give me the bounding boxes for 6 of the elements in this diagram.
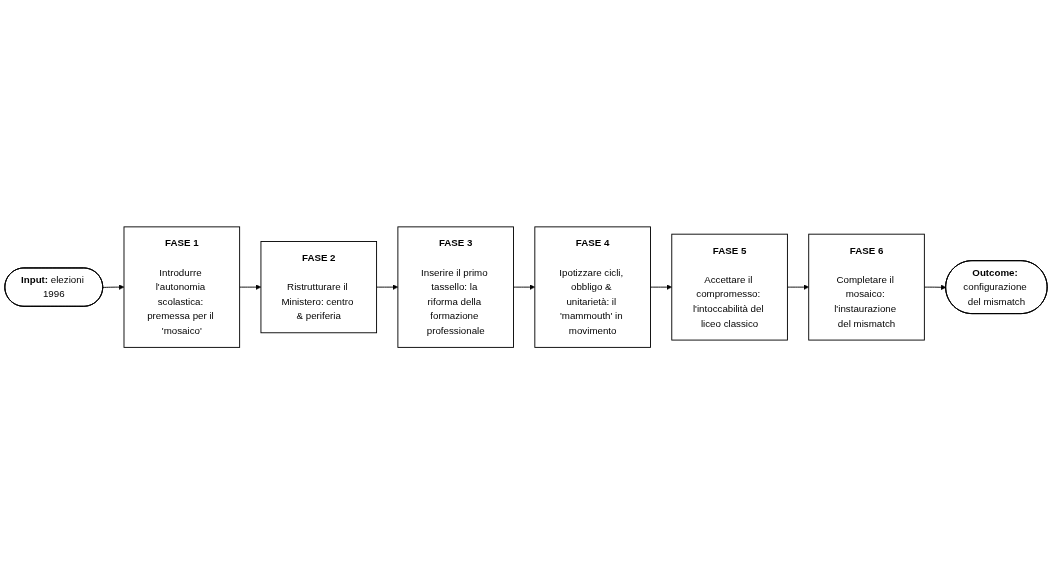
node-box: FASE 4 Ipotizzare cicli, obbligo & unitarietà: il 'mammouth' in movimento [534,226,651,348]
node-box: FASE 2 Ristrutturare il Ministero: centro & periferia [260,240,378,334]
node-box: FASE 5 Accettare il compromesso: l'intoccabilità del liceo classico [671,233,788,341]
node-box: FASE 3 Inserire il primo tassello: la riforma della formazione professionale [397,226,514,348]
node-box: FASE 1 Introdurre l'autonomia scolastica: premessa per il 'mosaico' [123,226,241,348]
node-box: FASE 6 Completare il mosaico: l'instaurazione del mismatch [808,233,925,341]
